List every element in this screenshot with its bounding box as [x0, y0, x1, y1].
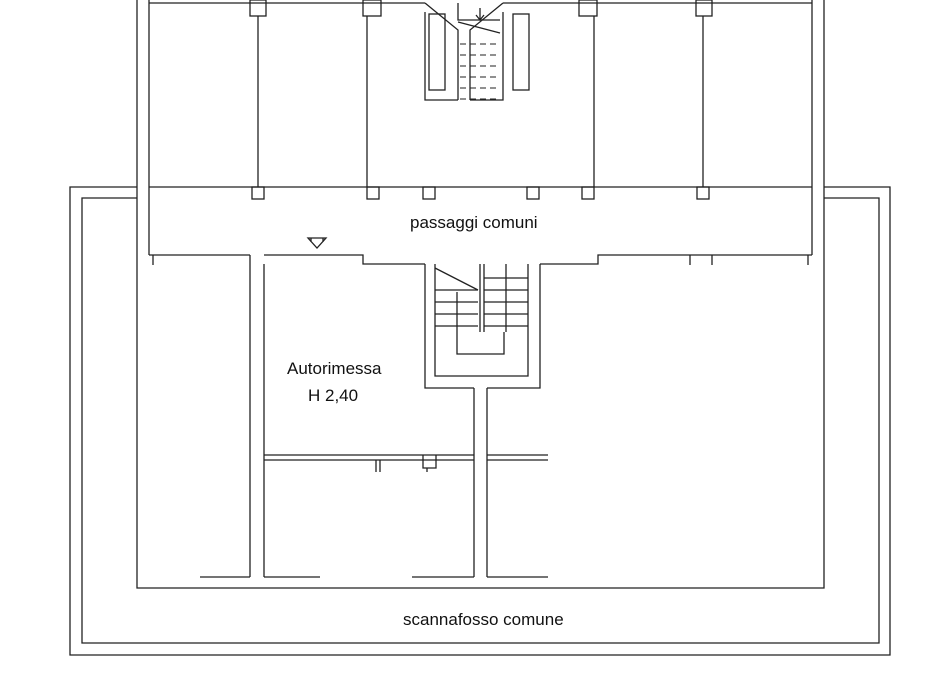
label-garage-height: H 2,40 — [308, 386, 358, 405]
garage-walls — [200, 255, 548, 578]
moat-walls — [69, 186, 891, 656]
entry-arrow-icon — [306, 237, 328, 249]
label-scannafosso-comune: scannafosso comune — [403, 610, 564, 629]
lower-staircase — [424, 264, 541, 389]
upper-staircase — [424, 2, 530, 101]
label-autorimessa: Autorimessa — [287, 359, 382, 378]
corridor-pillars — [251, 186, 710, 200]
label-passaggi-comuni: passaggi comuni — [410, 213, 538, 232]
upper-partitions — [249, 0, 713, 187]
